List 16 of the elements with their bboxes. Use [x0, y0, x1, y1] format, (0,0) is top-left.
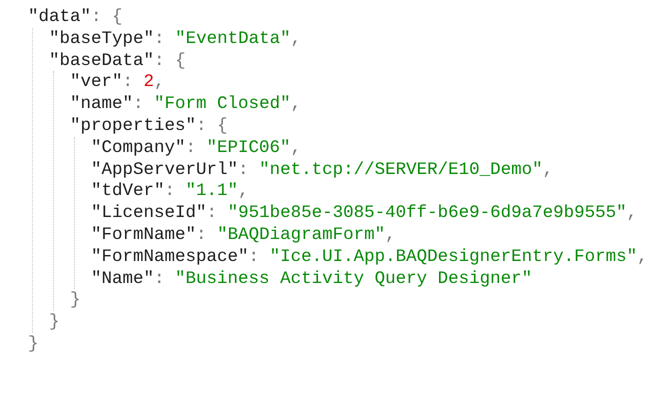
code-line: "baseType": "EventData", — [49, 28, 302, 50]
code-line: "Company": "EPIC06", — [91, 136, 302, 159]
code-line: "properties": { — [70, 115, 228, 137]
code-line: } — [28, 333, 39, 355]
code-line: "FormNamespace": "Ice.UI.App.BAQDesignerEntry.Forms", — [91, 246, 648, 268]
code-line: "Name": "Business Activity Query Designer" — [91, 268, 532, 290]
code-line: "baseData": { — [49, 50, 186, 72]
code-line: "data": { — [28, 6, 123, 28]
code-line: "FormName": "BAQDiagramForm", — [91, 224, 396, 246]
code-line: "LicenseId": "951be85e-3085-40ff-b6e9-6d9a7e9b9555", — [91, 202, 638, 224]
code-line: } — [70, 289, 81, 312]
code-line: "name": "Form Closed", — [70, 93, 302, 116]
code-line: "ver": 2, — [70, 71, 165, 94]
code-line: "tdVer": "1.1", — [91, 180, 249, 202]
code-line: } — [49, 311, 60, 334]
code-line: "AppServerUrl": "net.tcp://SERVER/E10_Demo", — [91, 158, 554, 181]
